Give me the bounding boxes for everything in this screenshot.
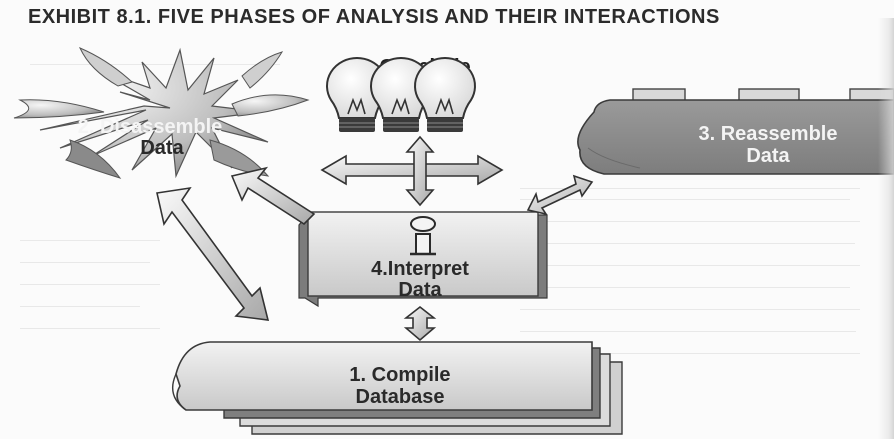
compile-label-line2: Database bbox=[356, 386, 445, 408]
lightbulb-icon bbox=[326, 57, 476, 132]
arrow-horizontal-double bbox=[320, 154, 504, 186]
exhibit-title: EXHIBIT 8.1. FIVE PHASES OF ANALYSIS AND… bbox=[28, 6, 720, 28]
arrow-conclude-interpret bbox=[405, 135, 435, 207]
disassemble-phase: 2. Disassemble Data bbox=[13, 47, 310, 179]
scattered-fragments-icon bbox=[13, 47, 310, 179]
arrow-interpret-to-disassemble bbox=[230, 166, 316, 226]
interpret-label-line1: 4.Interpret bbox=[371, 258, 469, 280]
arrow-interpret-compile bbox=[403, 305, 437, 342]
compile-label-line1: 1. Compile bbox=[349, 364, 450, 386]
lightbulb-right bbox=[414, 57, 476, 132]
arrow-disassemble-compile bbox=[156, 186, 270, 321]
disassemble-label-line1: 2. Disassemble bbox=[78, 116, 223, 138]
compile-phase: 1. Compile Database bbox=[172, 341, 623, 435]
interpret-phase: 4.Interpret Data bbox=[298, 211, 548, 308]
information-icon bbox=[410, 216, 436, 256]
conclude-phase: 5. Conclude bbox=[326, 56, 476, 132]
reassemble-label-line2: Data bbox=[746, 145, 790, 167]
interpret-label-line2: Data bbox=[398, 279, 442, 301]
reassemble-phase: 3. Reassemble Data bbox=[577, 88, 894, 175]
stacked-pages-icon bbox=[172, 341, 623, 435]
arrow-interpret-reassemble bbox=[526, 174, 594, 216]
reassemble-label-line1: 3. Reassemble bbox=[699, 123, 838, 145]
interaction-arrows bbox=[156, 135, 594, 342]
disassemble-label-line2: Data bbox=[140, 137, 184, 159]
scan-shadow bbox=[878, 18, 894, 439]
